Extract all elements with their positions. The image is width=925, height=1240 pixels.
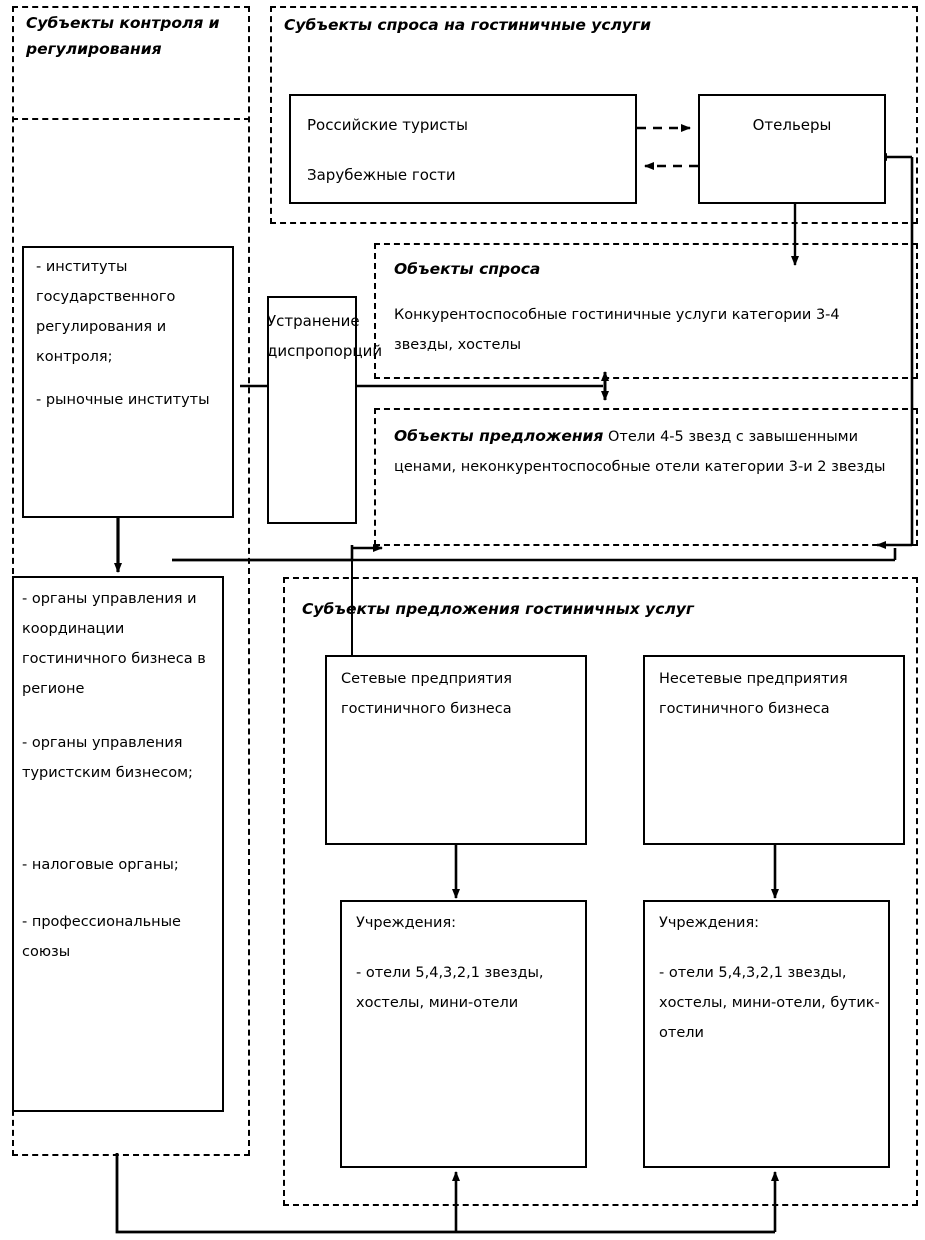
box-nonchain-facilities-heading: Учреждения:	[659, 915, 760, 931]
panel-supply-objects-body: Отели 4-5 звезд с завышенными ценами, не…	[394, 429, 886, 475]
box-hoteliers	[698, 94, 886, 204]
box-nonchain-facilities	[643, 900, 890, 1168]
panel-demand-subjects-title: Субъекты спроса на гостиничные услуги	[284, 16, 651, 34]
box-authorities-item1: - органы управления и координации гостин…	[22, 591, 206, 697]
box-nonchain-enterprises	[643, 655, 905, 845]
box-authorities-item2: - органы управления туристским бизнесом;	[22, 735, 193, 781]
box-authorities-item4: - профессиональные союзы	[22, 914, 181, 960]
box-disproportion-label: Устранение диспропорций	[267, 312, 383, 360]
panel-demand-objects	[374, 243, 918, 379]
arrow-bottom-bus-to-chain-facilities	[115, 1153, 779, 1234]
panel-supply-objects-title: Объекты предложения	[394, 427, 604, 445]
box-chain-enterprises-label: Сетевые предприятия гостиничного бизнеса	[341, 671, 512, 717]
box-disproportion	[267, 296, 357, 524]
box-institutions-item2: - рыночные институты	[36, 392, 210, 408]
box-authorities	[12, 576, 224, 1112]
box-institutions-item1: - институты государственного регулирован…	[36, 259, 176, 365]
panel-demand-objects-title: Объекты спроса	[394, 260, 541, 278]
box-chain-facilities-body: - отели 5,4,3,2,1 звезды, хостелы, мини-…	[356, 965, 544, 1011]
box-chain-enterprises	[325, 655, 587, 845]
panel-control-subjects-divider	[12, 118, 250, 120]
panel-supply-objects-text: Объекты предложения Отели 4-5 звезд с за…	[394, 422, 899, 482]
panel-control-subjects-title: Субъекты контроля и регулирования	[26, 14, 220, 58]
box-tourists-line1: Российские туристы	[307, 116, 468, 134]
box-nonchain-enterprises-label: Несетевые предприятия гостиничного бизне…	[659, 671, 848, 717]
panel-supply-objects	[374, 408, 918, 546]
box-tourists	[289, 94, 637, 204]
box-tourists-line2: Зарубежные гости	[307, 166, 456, 184]
box-chain-facilities	[340, 900, 587, 1168]
box-hoteliers-label: Отельеры	[752, 116, 832, 134]
box-authorities-item3: - налоговые органы;	[22, 857, 179, 873]
box-chain-facilities-heading: Учреждения:	[356, 915, 457, 931]
panel-supply-subjects-title: Субъекты предложения гостиничных услуг	[302, 600, 695, 618]
panel-demand-objects-body: Конкурентоспособные гостиничные услуги к…	[394, 307, 840, 353]
box-institutions	[22, 246, 234, 518]
panel-demand-subjects	[270, 6, 918, 224]
panel-supply-subjects	[283, 577, 918, 1206]
line-right-bus-supply	[172, 541, 912, 562]
box-nonchain-facilities-body: - отели 5,4,3,2,1 звезды, хостелы, мини-…	[659, 965, 880, 1041]
